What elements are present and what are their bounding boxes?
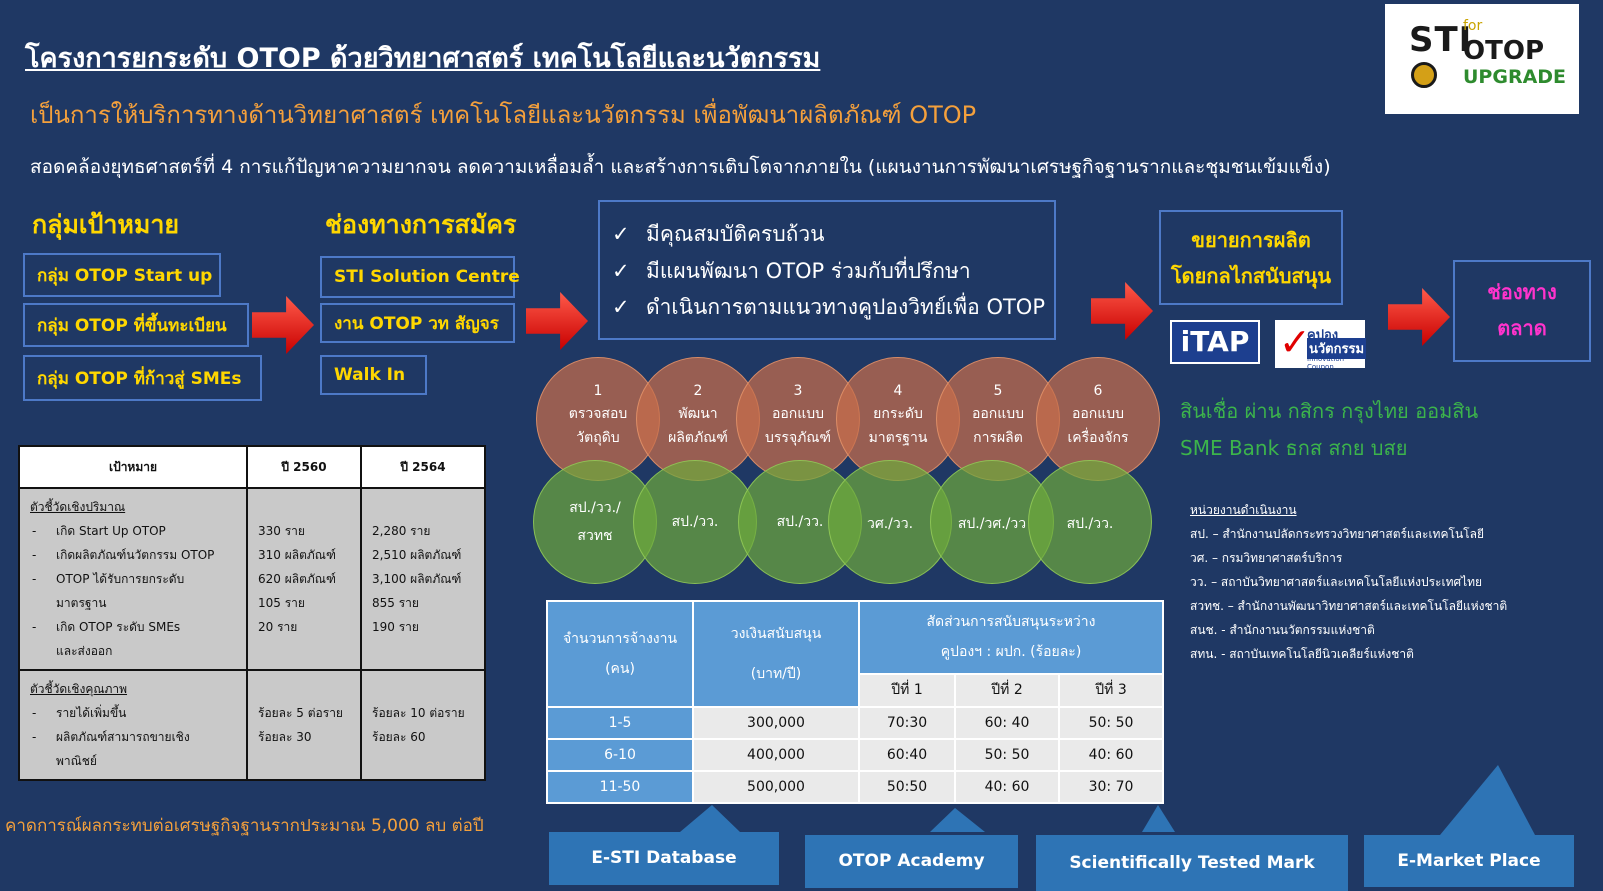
callout-pointer-1 [680,805,740,832]
goal-table: เป้าหมาย ปี 2560 ปี 2564 ตัวชี้วัดเชิงปร… [18,445,486,781]
goal-table-qual-row: ตัวชี้วัดเชิงคุณภาพ รายได้เพิ่มขึ้น ผลิต… [18,669,486,781]
platform-e-sti-database: E-STI Database [549,832,779,885]
innovation-coupon-logo: ✓ คูปอง นวัตกรรม Innovation Coupon [1275,320,1367,371]
expand-production-box: ขยายการผลิต โดยกลไกสนับสนุน [1159,210,1343,305]
platform-otop-academy: OTOP Academy [805,835,1018,888]
table-row: 11-50 500,000 50:50 40: 60 30: 70 [546,770,1164,804]
logo-otop-text: OTOP [1463,36,1544,66]
apply-channel-heading: ช่องทางการสมัคร [325,210,517,239]
funding-table: จำนวนการจ้างงาน(คน) วงเงินสนับสนุน(บาท/ป… [546,600,1164,804]
platform-scientifically-tested-mark: Scientifically Tested Mark [1036,835,1348,891]
table-row: 1-5 300,000 70:30 60: 40 50: 50 [546,706,1164,740]
sti-otop-upgrade-logo: STI for OTOP UPGRADE [1385,4,1579,114]
fund-year-3: ปีที่ 3 [1058,672,1164,709]
page-title: โครงการยกระดับ OTOP ด้วยวิทยาศาสตร์ เทคโ… [25,43,821,74]
market-line2: ตลาด [1497,316,1547,340]
market-channel-box: ช่องทาง ตลาด [1453,260,1591,362]
impact-text: คาดการณ์ผลกระทบต่อเศรษฐกิจฐานรากประมาณ 5… [5,816,484,836]
unit-item: สป. – สำนักงานปลัดกระทรวงวิทยาศาสตร์และเ… [1190,527,1484,541]
goal-table-quant-row: ตัวชี้วัดเชิงปริมาณ เกิด Start Up OTOP เ… [18,487,486,671]
table-row: 6-10 400,000 60:40 50: 50 40: 60 [546,738,1164,772]
unit-item: สวทช. – สำนักงานพัฒนาวิทยาศาสตร์และเทคโน… [1190,599,1508,613]
expand-line1: ขยายการผลิต [1191,228,1311,252]
page-subtitle: เป็นการให้บริการทางด้านวิทยาศาสตร์ เทคโน… [30,101,977,129]
agency-circle-2: สป./วว. [633,460,757,584]
agency-circle-6: สป./วว. [1028,460,1152,584]
units-heading: หน่วยงานดำเนินงาน [1190,503,1297,517]
credit-line2: SME Bank ธกส สกย บสย [1180,436,1408,460]
logo-seal-icon [1411,62,1437,88]
target-group-registered: กลุ่ม OTOP ที่ขึ้นทะเบียน [23,303,249,347]
callout-pointer-4 [1440,765,1535,835]
platform-e-market-place: E-Market Place [1364,835,1574,887]
credit-line1: สินเชื่อ ผ่าน กสิกร กรุงไทย ออมสิน [1180,399,1479,423]
channel-walk-in: Walk In [320,355,427,395]
check-icon: ✓ [612,259,630,283]
qualification-item: ✓มีแผนพัฒนา OTOP ร่วมกับที่ปรึกษา [612,259,971,283]
fund-year-2: ปีที่ 2 [954,672,1060,709]
coupon-check-icon: ✓ [1279,320,1311,364]
target-group-heading: กลุ่มเป้าหมาย [32,210,180,239]
coupon-line2: นวัตกรรม [1307,338,1367,359]
market-line1: ช่องทาง [1487,280,1557,304]
responsible-units: หน่วยงานดำเนินงาน สป. – สำนักงานปลัดกระท… [1190,498,1507,666]
fund-header-ratio: สัดส่วนการสนับสนุนระหว่างคูปองฯ : ผปก. (… [858,600,1164,675]
fund-header-employment: จำนวนการจ้างงาน(คน) [546,600,694,708]
callout-pointer-3 [1142,805,1175,832]
fund-year-1: ปีที่ 1 [858,672,956,709]
goal-table-header: เป้าหมาย ปี 2560 ปี 2564 [18,445,486,489]
coupon-line3: Innovation Coupon [1307,355,1345,371]
qualification-item: ✓ดำเนินการตามแนวทางคูปองวิทย์เพื่อ OTOP [612,295,1045,319]
expand-line2: โดยกลไกสนับสนุน [1170,264,1332,288]
target-group-smes: กลุ่ม OTOP ที่ก้าวสู่ SMEs [23,355,262,401]
unit-item: วศ. – กรมวิทยาศาสตร์บริการ [1190,551,1343,565]
check-icon: ✓ [612,222,630,246]
qualification-box: ✓มีคุณสมบัติครบถ้วน ✓มีแผนพัฒนา OTOP ร่ว… [598,200,1056,340]
unit-item: วว. – สถาบันวิทยาศาสตร์และเทคโนโลยีแห่งป… [1190,575,1483,589]
channel-sti-solution-centre: STI Solution Centre [320,256,520,298]
check-icon: ✓ [612,295,630,319]
unit-item: สนช. - สำนักงานนวัตกรรมแห่งชาติ [1190,623,1375,637]
callout-pointer-2 [930,808,985,832]
target-group-startup: กลุ่ม OTOP Start up [23,253,221,297]
logo-upgrade-text: UPGRADE [1463,66,1567,88]
itap-logo: iTAP [1170,320,1260,364]
logo-for-text: for [1463,18,1483,34]
channel-otop-mobile: งาน OTOP วท สัญจร [320,303,515,343]
strategy-text: สอดคล้องยุทธศาสตร์ที่ 4 การแก้ปัญหาความย… [30,156,1331,178]
qualification-item: ✓มีคุณสมบัติครบถ้วน [612,222,825,246]
unit-item: สทน. - สถาบันเทคโนโลยีนิวเคลียร์แห่งชาติ [1190,647,1414,661]
logo-sti-text: STI [1409,20,1473,60]
fund-header-amount: วงเงินสนับสนุน(บาท/ปี) [692,600,860,708]
